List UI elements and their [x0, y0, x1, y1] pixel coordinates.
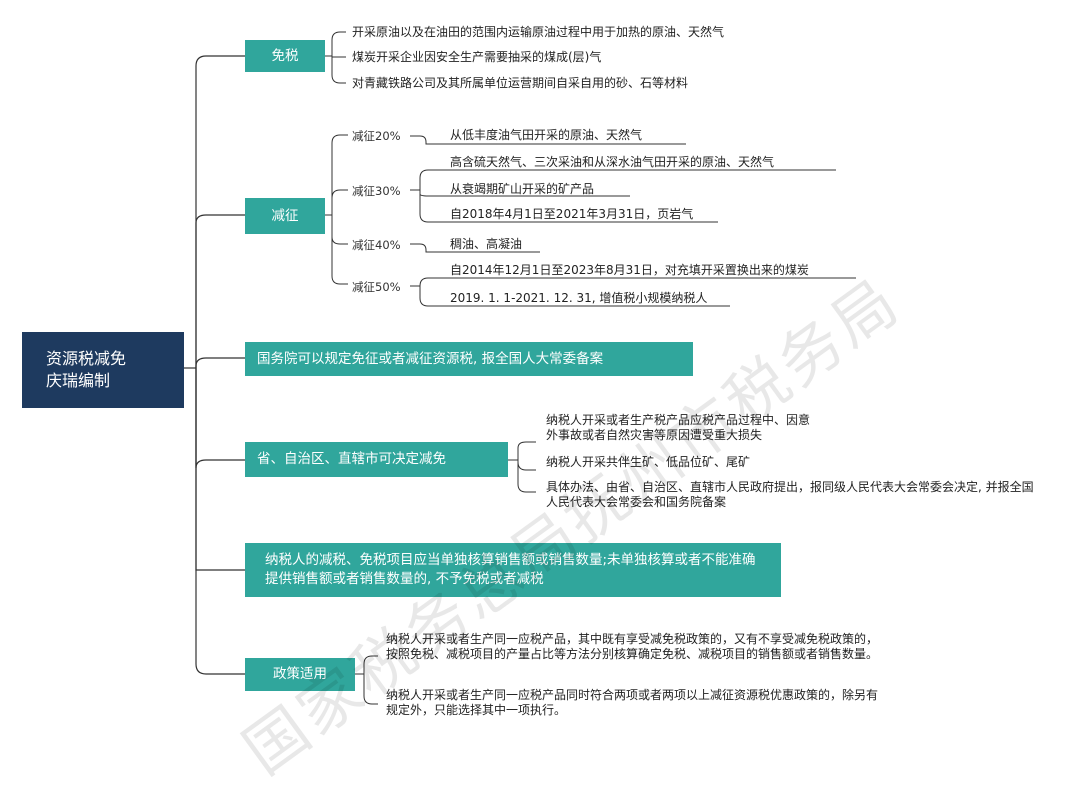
jianzheng-30-label: 减征30% [352, 184, 401, 198]
jianzheng-20-label: 减征20% [352, 129, 401, 143]
node-sheng-label: 省、自治区、直辖市可决定减免 [257, 451, 446, 467]
mianshui-item-3: 对青藏铁路公司及其所属单位运营期间自采自用的砂、石等材料 [352, 76, 689, 90]
jianzheng-50-item-1: 自2014年12月1日至2023年8月31日，对充填开采置换出来的煤炭 [450, 263, 809, 277]
main-trunk [184, 55, 245, 675]
jianzheng-30-item-2: 从衰竭期矿山开采的矿产品 [450, 182, 595, 196]
node-jianzheng-label: 减征 [271, 207, 299, 224]
node-zhengce: 政策适用 [245, 658, 355, 691]
connector-lines [184, 31, 856, 705]
sheng-item-3: 具体办法、由省、自治区、直辖市人民政府提出，报同级人民代表大会常委会决定, 并报… [546, 480, 1034, 509]
zhengce-item-2: 纳税人开采或者生产同一应税产品同时符合两项或者两项以上减征资源税优惠政策的，除另… [386, 688, 879, 717]
jianzheng-40-label: 减征40% [352, 238, 401, 252]
root-author: 庆瑞编制 [46, 371, 111, 390]
jianzheng-40-item-1: 稠油、高凝油 [450, 237, 523, 251]
root-title: 资源税减免 [46, 349, 127, 368]
node-mianshui-label: 免税 [271, 47, 299, 64]
mianshui-item-1: 开采原油以及在油田的范围内运输原油过程中用于加热的原油、天然气 [352, 25, 725, 39]
sheng-item-1: 纳税人开采或者生产税产品应税产品过程中、因意外事故或者自然灾害等原因遭受重大损失 [546, 413, 811, 442]
node-jianzheng: 减征 [245, 198, 325, 234]
zhengce-item-1: 纳税人开采或者生产同一应税产品，其中既有享受减免税政策的，又有不享受减免税政策的… [386, 632, 879, 661]
node-guowuyuan-label: 国务院可以规定免征或者减征资源税, 报全国人大常委备案 [257, 350, 604, 367]
node-guowuyuan: 国务院可以规定免征或者减征资源税, 报全国人大常委备案 [245, 342, 693, 376]
node-danduhesuan-label: 纳税人的减税、免税项目应当单独核算销售额或销售数量;未单独核算或者不能准确提供销… [265, 552, 756, 587]
node-sheng: 省、自治区、直辖市可决定减免 [245, 442, 508, 477]
branch-lines [325, 31, 856, 705]
jianzheng-50-label: 减征50% [352, 280, 401, 294]
sheng-item-2: 纳税人开采共伴生矿、低品位矿、尾矿 [546, 455, 751, 469]
mianshui-item-2: 煤炭开采企业因安全生产需要抽采的煤成(层)气 [352, 50, 602, 64]
node-zhengce-label: 政策适用 [273, 666, 327, 682]
root-node: 资源税减免 庆瑞编制 [22, 332, 184, 408]
jianzheng-30-item-3: 自2018年4月1日至2021年3月31日，页岩气 [450, 207, 694, 221]
mind-map: 资源税减免 庆瑞编制 免税 开采原油以及在油田的范围内运输原油过程中用于加热的原… [22, 25, 1034, 788]
jianzheng-20-item-1: 从低丰度油气田开采的原油、天然气 [450, 128, 643, 142]
node-mianshui: 免税 [245, 40, 325, 72]
node-danduhesuan: 纳税人的减税、免税项目应当单独核算销售额或销售数量;未单独核算或者不能准确提供销… [245, 543, 781, 597]
jianzheng-50-item-2: 2019. 1. 1-2021. 12. 31, 增值税小规模纳税人 [450, 291, 708, 305]
jianzheng-30-item-1: 高含硫天然气、三次采油和从深水油气田开采的原油、天然气 [450, 155, 775, 169]
